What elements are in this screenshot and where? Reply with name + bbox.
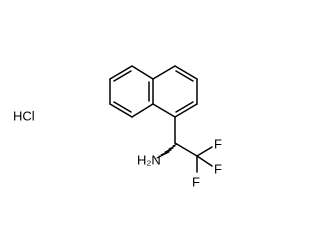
bond	[196, 155, 213, 167]
double-bond	[113, 70, 132, 82]
bond	[152, 65, 176, 80]
bond	[196, 146, 213, 157]
fluorine-label: F	[214, 162, 222, 177]
bond	[174, 103, 198, 118]
bond	[174, 65, 198, 80]
bond	[152, 103, 176, 118]
bond	[131, 103, 154, 118]
double-bond	[175, 101, 194, 113]
double-bond	[113, 101, 132, 113]
double-bond	[175, 70, 194, 82]
side-chain	[156, 116, 213, 173]
structure-diagram: H₂N F F F HCl	[13, 65, 222, 190]
bond	[109, 103, 133, 118]
fluorine-label: F	[214, 137, 222, 152]
amine-label: H₂N	[137, 153, 161, 168]
salt-label: HCl	[13, 109, 35, 124]
bond	[131, 65, 154, 80]
naphthalene-ring-system	[109, 65, 198, 118]
bond	[174, 142, 198, 157]
fluorine-label: F	[192, 175, 200, 190]
bond	[109, 65, 133, 80]
